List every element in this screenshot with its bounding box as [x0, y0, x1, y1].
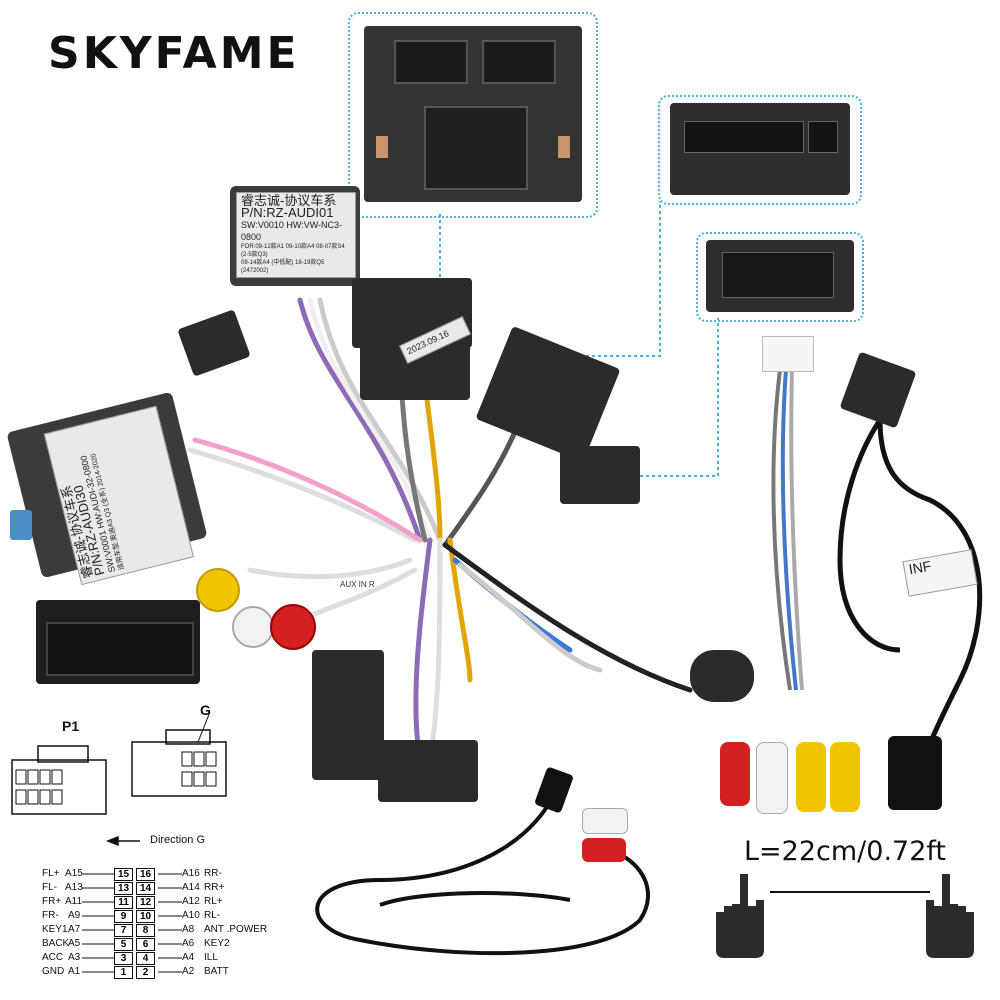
pin-box: 7	[114, 924, 133, 937]
rca-red-right	[720, 742, 750, 806]
pin-name: FR+	[42, 896, 62, 907]
pin-box: 11	[114, 896, 133, 909]
pin-box: 9	[114, 910, 133, 923]
pin-box: 2	[136, 966, 155, 979]
pin-name: KEY2	[204, 938, 230, 949]
pin-name: BACK	[42, 938, 70, 949]
pin-code: A9	[68, 910, 81, 921]
pin-code: A5	[68, 938, 81, 949]
pin-box: 5	[114, 938, 133, 951]
pin-name: RR+	[204, 882, 225, 893]
canbus-module-1: 睿志诚-协议车系 P/N:RZ-AUDI01 SW:V0010 HW:VW-NC…	[230, 186, 360, 286]
connector-panel-bottom	[696, 232, 864, 322]
hand-pointing-icon-left	[716, 874, 764, 958]
pin-name: ANT .POWER	[204, 924, 268, 935]
rca-yellow-right-2	[830, 742, 860, 812]
pin-name: RR-	[204, 868, 222, 879]
pinout-table: FL+ A15 FL- A13 FR+ A11 FR- A9 KEY1 A7 B…	[0, 866, 300, 986]
pin-name: BATT	[204, 966, 229, 977]
pin-name: FL-	[42, 882, 57, 893]
pin-code: A15	[65, 868, 83, 879]
connector-small-photo	[706, 240, 854, 312]
pin-code: A6	[182, 938, 195, 949]
rca-white-cable	[582, 808, 628, 834]
pin-name: RL-	[204, 910, 221, 921]
rca-yellow-right-1	[796, 742, 826, 812]
connector-20pin-photo	[670, 103, 850, 195]
connector-small	[560, 446, 640, 504]
pin-name: KEY1	[42, 924, 68, 935]
pin-box: 10	[136, 910, 155, 923]
pin-box: 12	[136, 896, 155, 909]
pin-box: 16	[136, 868, 155, 881]
hand-pointing-icon-right	[926, 874, 974, 958]
pin-code: A11	[65, 896, 83, 907]
pin-box: 13	[114, 882, 133, 895]
pin-code: A2	[182, 966, 195, 977]
pin-box: 1	[114, 966, 133, 979]
aux-female-jack	[888, 736, 942, 810]
pin-name: RL+	[204, 896, 223, 907]
pin-box: 15	[114, 868, 133, 881]
rca-yellow-main	[196, 568, 240, 612]
iso-connector	[312, 650, 384, 780]
rca-white-right	[756, 742, 788, 814]
connector-panel-middle	[658, 95, 862, 205]
pin-code: A4	[182, 952, 195, 963]
iso-16pin-connector	[36, 600, 200, 684]
fakra-connector	[10, 510, 32, 540]
g-diagram	[131, 712, 227, 797]
module-2-label: 睿志诚-协议车系 P/N:RZ-AUDI30 SW:V0001 HW:AUDI-…	[43, 405, 195, 586]
pin-name: FR-	[42, 910, 59, 921]
pin-code: A3	[68, 952, 81, 963]
brand-logo: SKYFAME	[48, 28, 300, 79]
pin-code: A10	[182, 910, 200, 921]
pin-box: 6	[136, 938, 155, 951]
pin-code: A8	[182, 924, 195, 935]
rca-red-main	[270, 604, 316, 650]
lower-connector	[378, 740, 478, 802]
pin-code: A16	[182, 868, 200, 879]
g-label: G	[200, 702, 211, 718]
pin-code: A1	[68, 966, 81, 977]
pin-name: ACC	[42, 952, 64, 963]
rca-red-cable	[582, 838, 626, 862]
pin-name: ILL	[204, 952, 218, 963]
pin-code: A7	[68, 924, 81, 935]
connector-quadlock-photo	[364, 26, 582, 202]
pin-name: GND	[42, 966, 65, 977]
direction-label: Direction G	[150, 834, 206, 846]
pin-box: 8	[136, 924, 155, 937]
round-mic-connector	[690, 650, 754, 702]
pin-box: 3	[114, 952, 133, 965]
small-white-plug	[762, 336, 814, 372]
pin-code: A12	[182, 896, 200, 907]
p1-label: P1	[62, 718, 80, 734]
pin-box: 4	[136, 952, 155, 965]
pin-code: A14	[182, 882, 200, 893]
rca-white-main	[232, 606, 274, 648]
pin-box: 14	[136, 882, 155, 895]
pin-name: FL+	[42, 868, 60, 879]
module-1-label: 睿志诚-协议车系 P/N:RZ-AUDI01 SW:V0010 HW:VW-NC…	[236, 192, 356, 278]
pin-code: A13	[65, 882, 83, 893]
length-measurement: L=22cm/0.72ft	[744, 836, 946, 867]
connector-panel-top	[348, 12, 598, 218]
p1-diagram	[11, 745, 107, 815]
harness-tag: AUX IN R	[340, 580, 375, 589]
